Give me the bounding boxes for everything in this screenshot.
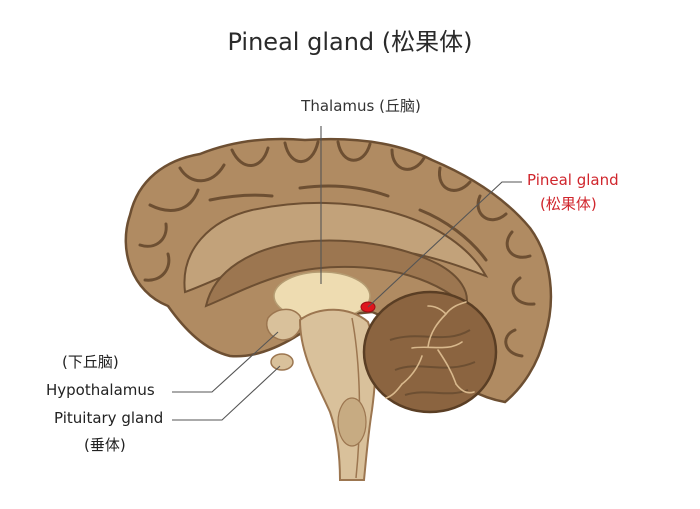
pituitary-label-zh: (垂体) <box>84 436 126 454</box>
pineal-label-zh: (松果体) <box>540 195 597 213</box>
leader-lines <box>172 126 522 421</box>
brainstem-shape <box>298 308 377 481</box>
diagram-title: Pineal gland (松果体) <box>227 28 473 56</box>
thalamus-label: Thalamus (丘脑) <box>301 97 421 115</box>
cerebellum <box>362 290 498 414</box>
hypothalamus-shape <box>266 308 302 341</box>
pituitary-shape <box>270 353 294 371</box>
pineal-leader <box>367 181 522 308</box>
gyri-lines <box>138 140 536 358</box>
pituitary-label-en: Pituitary gland <box>54 409 164 427</box>
pineal-label-en: Pineal gland <box>527 171 619 189</box>
hypothalamus-leader <box>172 331 279 393</box>
hypothalamus-label-zh: (下丘脑) <box>62 353 119 371</box>
hypothalamus-label-en: Hypothalamus <box>46 381 155 399</box>
pituitary-leader <box>172 365 281 421</box>
